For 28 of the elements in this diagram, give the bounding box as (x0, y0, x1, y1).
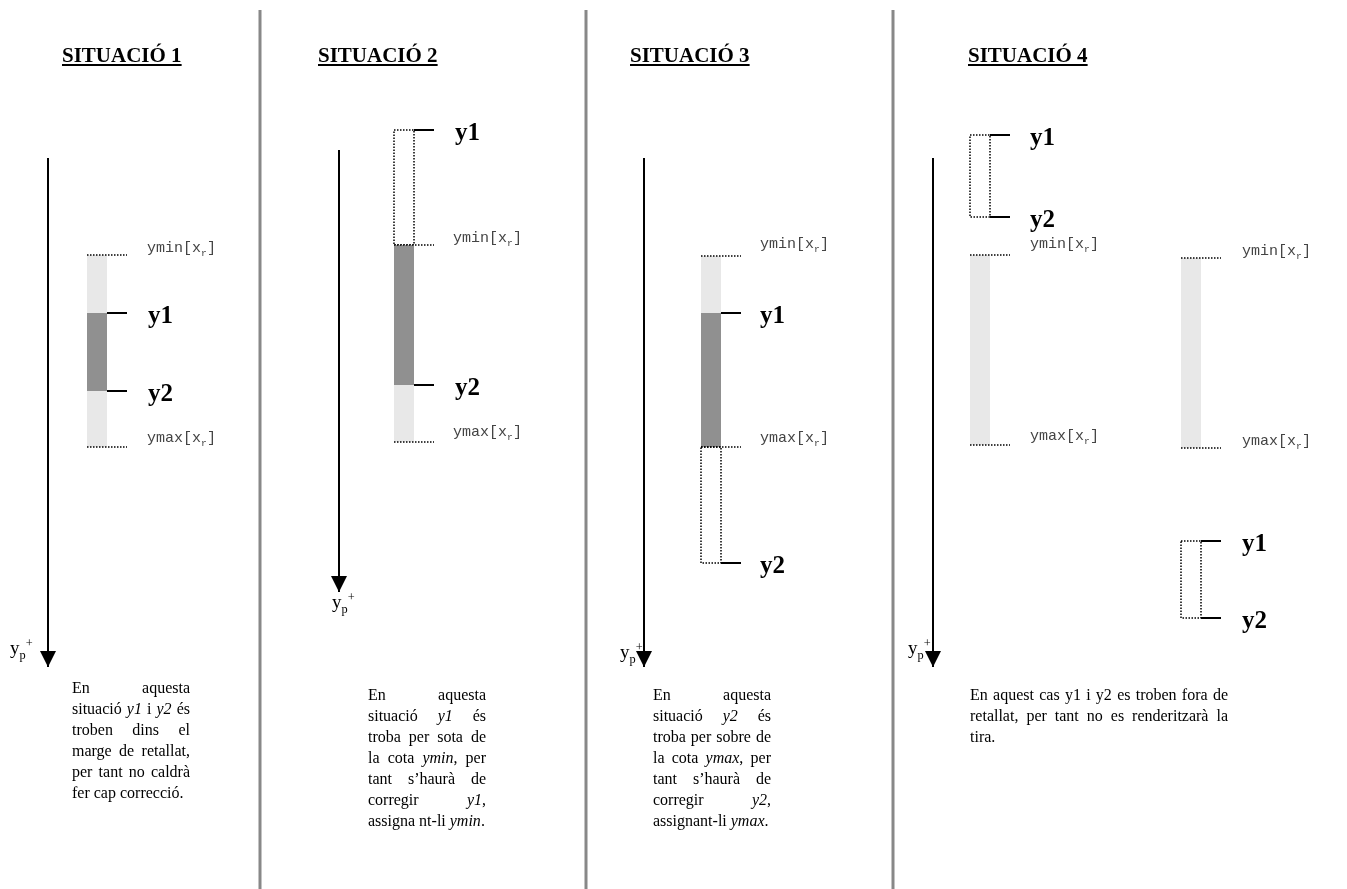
limit-label: ymin[x$_{r}$] (1242, 244, 1311, 263)
endpoint-label: y1 (760, 301, 785, 327)
endpoint-label: y2 (455, 373, 480, 399)
endpoint-label: y2 (148, 379, 173, 405)
endpoint-label: y1 (455, 118, 480, 144)
section-heading: SITUACIÓ 1 (62, 45, 182, 66)
endpoint-label: y1 (1242, 529, 1267, 555)
endpoint-label: y2 (1242, 606, 1267, 632)
limit-label: ymin[x$_{r}$] (147, 241, 216, 260)
endpoint-label: y1 (148, 301, 173, 327)
description-text: En aquesta situació y2 és troba per sobre de la cota ymax, per tant s’haurà de corregir y2, assignant-li ymax. (653, 685, 771, 831)
limit-label: ymin[x$_{r}$] (760, 237, 829, 256)
limit-label: ymax[x$_{r}$] (1242, 434, 1311, 453)
limit-label: ymax[x$_{r}$] (760, 431, 829, 450)
limit-label: ymax[x$_{r}$] (147, 431, 216, 450)
description-text: En aquest cas y1 i y2 es troben fora de retallat, per tant no es renderitzarà la tira. (970, 685, 1228, 747)
limit-label: ymax[x$_{r}$] (453, 425, 522, 444)
endpoint-label: y1 (1030, 123, 1055, 149)
section-heading: SITUACIÓ 4 (968, 45, 1088, 66)
endpoint-label: y2 (1030, 205, 1055, 231)
section-heading: SITUACIÓ 2 (318, 45, 438, 66)
endpoint-label: y2 (760, 551, 785, 577)
description-text: En aquesta situació y1 i y2 és troben dins el marge de retallat, per tant no caldrà fer cap correcció. (72, 678, 190, 803)
description-text: En aquesta situació y1 és troba per sota de la cota ymin, per tant s’haurà de corregir y1, assigna nt-li ymin. (368, 685, 486, 831)
limit-label: ymin[x$_{r}$] (453, 231, 522, 250)
limit-label: ymin[x$_{r}$] (1030, 237, 1099, 256)
section-heading: SITUACIÓ 3 (630, 45, 750, 66)
limit-label: ymax[x$_{r}$] (1030, 429, 1099, 448)
